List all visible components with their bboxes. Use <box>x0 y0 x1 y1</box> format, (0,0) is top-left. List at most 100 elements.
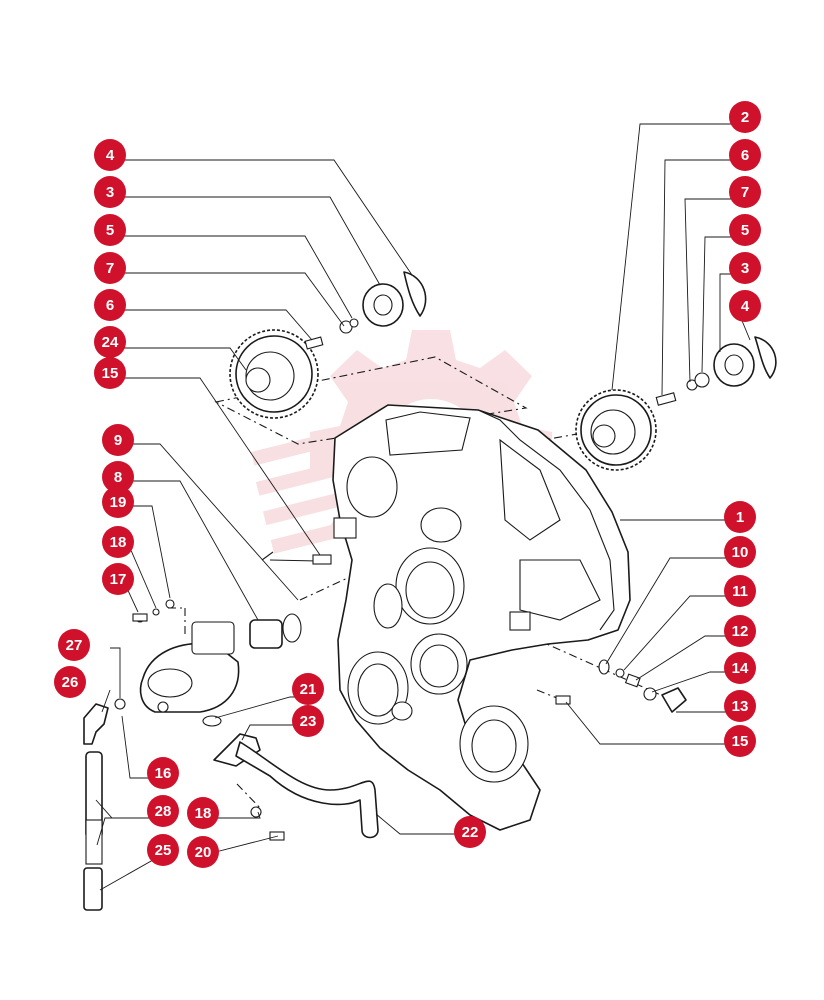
callout-label: 27 <box>66 637 83 654</box>
callout-label: 25 <box>155 842 172 859</box>
callout-badge: 4 <box>729 290 761 322</box>
callout-badge: 26 <box>54 666 86 698</box>
right-gear-assembly <box>575 336 777 471</box>
callout-label: 21 <box>300 681 317 698</box>
callout-label: 7 <box>741 184 749 201</box>
callout-circle <box>94 252 126 284</box>
callout-circle <box>729 101 761 133</box>
callout-badge: 24 <box>94 326 126 358</box>
callout-label: 23 <box>300 713 317 730</box>
callout-label: 19 <box>110 494 127 511</box>
callout-label: 6 <box>741 147 749 164</box>
callout-badge: 27 <box>58 629 90 661</box>
callout-label: 10 <box>732 544 749 561</box>
callout-circle <box>724 652 756 684</box>
callout-circle <box>102 563 134 595</box>
callout-label: 5 <box>741 222 749 239</box>
callout-circle <box>58 629 90 661</box>
callout-badge: 5 <box>729 214 761 246</box>
callout-label: 4 <box>741 298 750 315</box>
callout-circle <box>729 290 761 322</box>
callout-circle <box>94 176 126 208</box>
callout-circle <box>724 615 756 647</box>
callout-badge: 22 <box>454 816 486 848</box>
callout-label: 13 <box>732 698 749 715</box>
callout-badge: 18 <box>102 526 134 558</box>
callout-label: 26 <box>62 674 79 691</box>
callout-badge: 7 <box>94 252 126 284</box>
callout-circle <box>724 536 756 568</box>
callout-label: 5 <box>106 222 114 239</box>
callout-badge: 5 <box>94 214 126 246</box>
callout-circle <box>729 139 761 171</box>
callout-badge: 21 <box>292 673 324 705</box>
callout-badge: 28 <box>147 795 179 827</box>
callout-circle <box>94 326 126 358</box>
callout-label: 16 <box>155 765 172 782</box>
callout-label: 14 <box>732 660 749 677</box>
callout-label: 22 <box>462 824 479 841</box>
callout-circle <box>724 501 756 533</box>
transmission-housing <box>332 404 631 831</box>
callout-label: 17 <box>110 571 127 588</box>
callout-circle <box>729 214 761 246</box>
callout-label: 3 <box>741 260 749 277</box>
callout-circle <box>454 816 486 848</box>
callout-circle <box>724 575 756 607</box>
callout-label: 3 <box>106 184 114 201</box>
callout-circle <box>187 836 219 868</box>
callout-circle <box>102 424 134 456</box>
callout-badge: 3 <box>729 252 761 284</box>
callout-badge: 6 <box>94 289 126 321</box>
left-gear-assembly <box>229 271 427 565</box>
callout-badge: 15 <box>94 357 126 389</box>
callout-circle <box>147 834 179 866</box>
callout-circle <box>102 486 134 518</box>
callout-badge: 1 <box>724 501 756 533</box>
right-small-parts <box>555 659 687 713</box>
hydraulic-pump-assembly <box>83 599 379 911</box>
callout-badge: 8 <box>102 461 134 493</box>
callout-badge: 13 <box>724 690 756 722</box>
callout-circle <box>729 176 761 208</box>
callout-label: 18 <box>195 805 212 822</box>
callout-badge: 10 <box>724 536 756 568</box>
callout-label: 4 <box>106 147 115 164</box>
callout-badge: 12 <box>724 615 756 647</box>
callout-badge: 4 <box>94 139 126 171</box>
callout-badge: 19 <box>102 486 134 518</box>
callout-circle <box>147 757 179 789</box>
callout-label: 18 <box>110 534 127 551</box>
callout-circle <box>54 666 86 698</box>
callout-circle <box>187 797 219 829</box>
callout-label: 15 <box>732 733 749 750</box>
callout-circle <box>94 214 126 246</box>
callout-label: 12 <box>732 623 749 640</box>
callout-label: 11 <box>732 583 748 600</box>
callout-label: 7 <box>106 260 114 277</box>
callout-badge: 7 <box>729 176 761 208</box>
callout-badge: 11 <box>724 575 756 607</box>
callout-label: 1 <box>736 509 744 526</box>
callout-badge: 25 <box>147 834 179 866</box>
callout-label: 2 <box>741 109 749 126</box>
callout-label: 9 <box>114 432 122 449</box>
callout-badge: 20 <box>187 836 219 868</box>
callout-badge: 23 <box>292 705 324 737</box>
callout-circle <box>94 289 126 321</box>
callout-circle <box>724 725 756 757</box>
callout-circle <box>292 673 324 705</box>
callout-circle <box>729 252 761 284</box>
callout-label: 8 <box>114 469 122 486</box>
callout-circle <box>102 461 134 493</box>
callout-badge: 14 <box>724 652 756 684</box>
callout-badge: 3 <box>94 176 126 208</box>
callout-badge: 2 <box>729 101 761 133</box>
callout-label: 24 <box>102 334 119 351</box>
callout-circle <box>292 705 324 737</box>
callout-circle <box>147 795 179 827</box>
callout-label: 15 <box>102 365 119 382</box>
callout-circle <box>102 526 134 558</box>
callout-label: 20 <box>195 844 212 861</box>
